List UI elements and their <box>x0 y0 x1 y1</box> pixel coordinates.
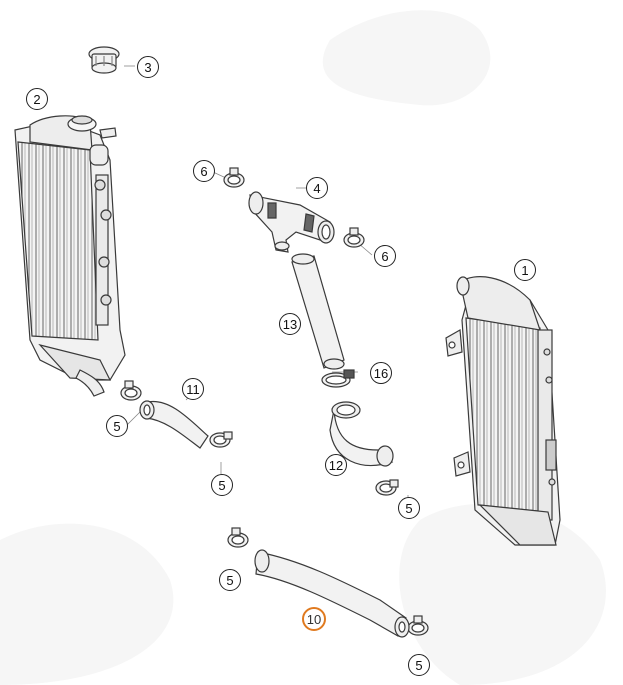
clamp-5-lower <box>227 527 249 548</box>
leader-lines <box>124 65 409 500</box>
clamp-6-upper <box>223 167 245 188</box>
hose-clamps <box>120 167 429 636</box>
callout-2[interactable]: 2 <box>26 88 48 110</box>
callout-4[interactable]: 4 <box>306 177 328 199</box>
straight-tube-part <box>291 253 345 370</box>
callout-5-bottom[interactable]: 5 <box>408 654 430 676</box>
callout-5-left[interactable]: 5 <box>106 415 128 437</box>
callout-5-right[interactable]: 5 <box>398 497 420 519</box>
clamp-6-right <box>343 227 365 248</box>
clamp-5-left <box>120 380 142 401</box>
long-hose-part <box>254 549 410 638</box>
callout-3[interactable]: 3 <box>137 56 159 78</box>
callout-1[interactable]: 1 <box>514 259 536 281</box>
short-hose-part <box>139 400 209 449</box>
callout-13[interactable]: 13 <box>279 313 301 335</box>
callout-16[interactable]: 16 <box>370 362 392 384</box>
callout-5-lower[interactable]: 5 <box>219 569 241 591</box>
callout-12[interactable]: 12 <box>325 454 347 476</box>
right-radiator-part <box>445 276 561 546</box>
callout-6-upper[interactable]: 6 <box>193 160 215 182</box>
left-radiator-part <box>14 115 126 397</box>
radiator-cap-part <box>88 46 120 74</box>
clamp-16 <box>321 369 355 388</box>
callout-5-mid[interactable]: 5 <box>211 474 233 496</box>
callout-10-highlighted[interactable]: 10 <box>302 607 326 631</box>
curved-hose-part <box>329 401 394 467</box>
callout-11[interactable]: 11 <box>182 378 204 400</box>
clamp-5-mid <box>209 431 233 448</box>
clamp-5-bottom <box>407 615 429 636</box>
background-shapes <box>0 10 606 685</box>
clamp-5-right <box>375 479 399 496</box>
callout-6-right[interactable]: 6 <box>374 245 396 267</box>
t-connector-part <box>248 191 335 253</box>
